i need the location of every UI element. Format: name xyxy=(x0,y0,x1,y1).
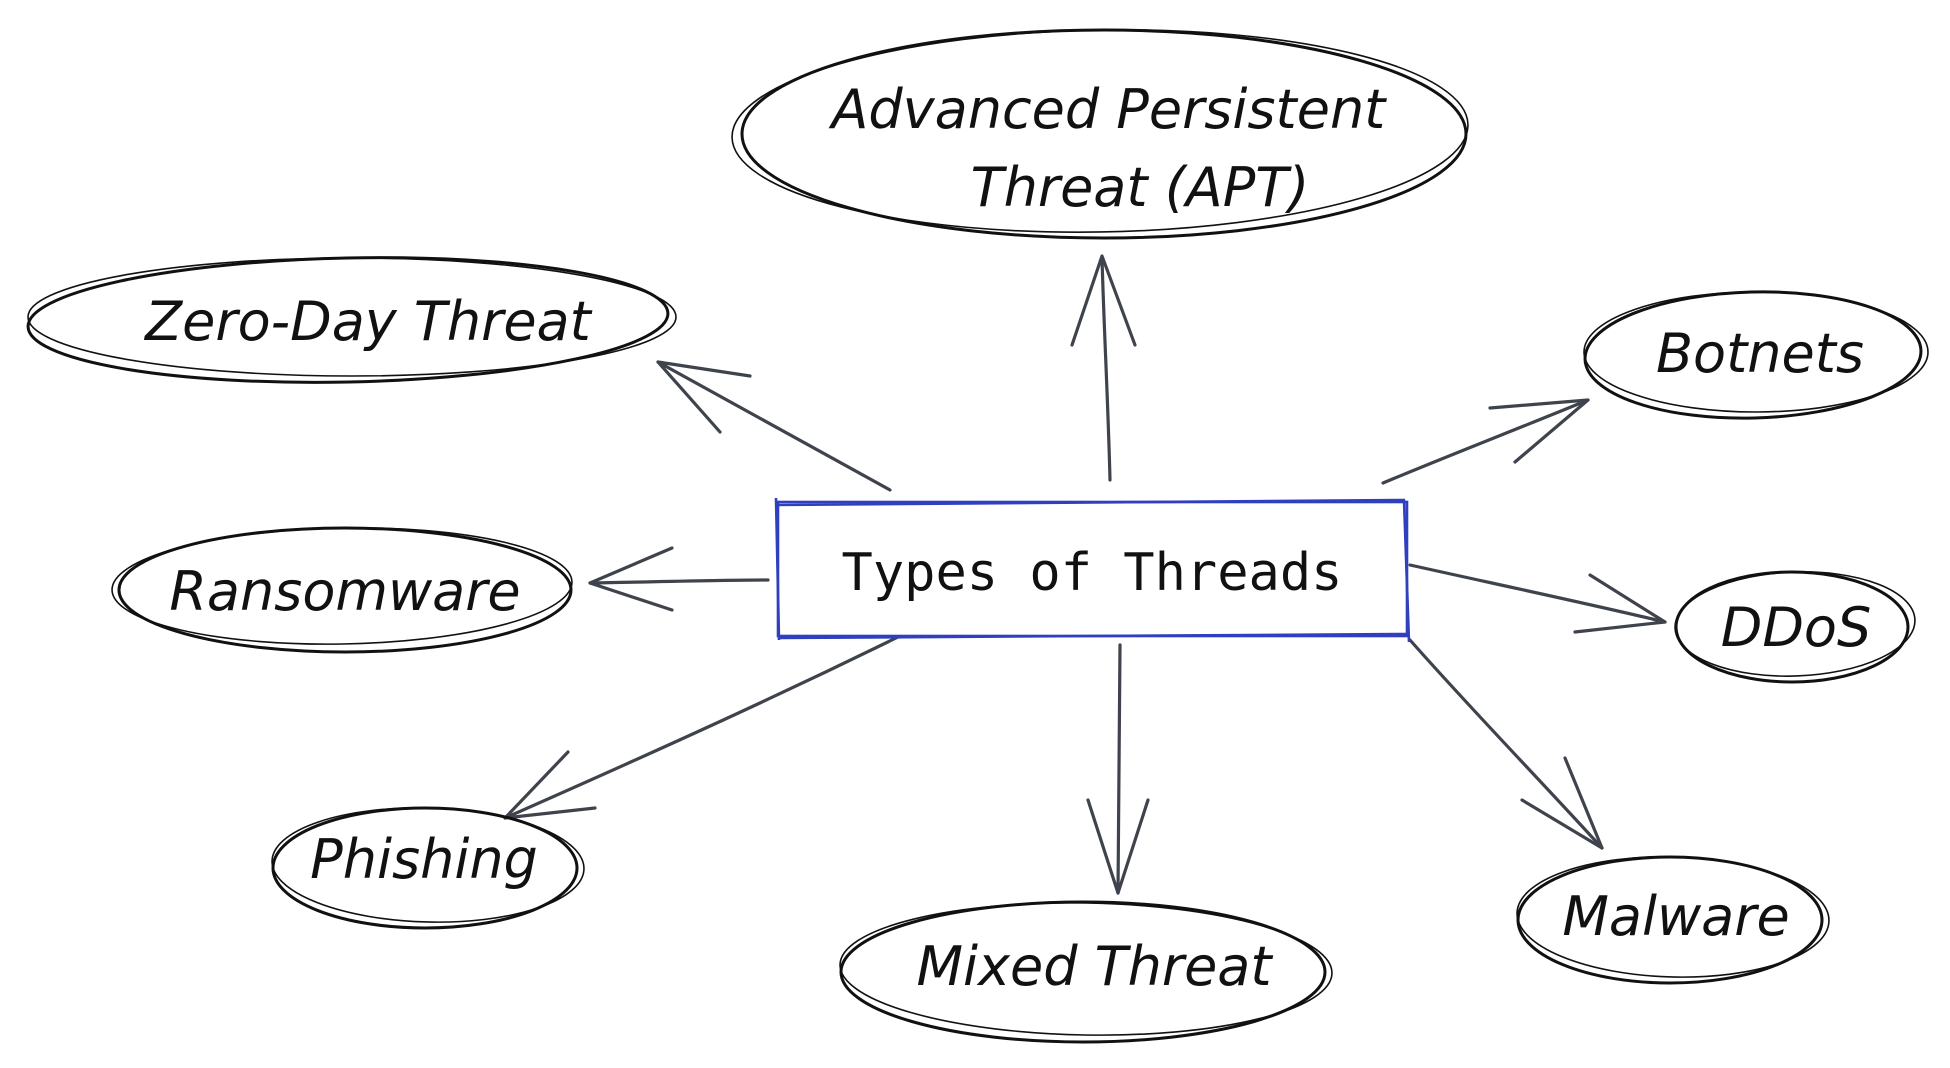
arrow-to-ransomware xyxy=(588,546,770,612)
node-ddos[interactable]: DDoS xyxy=(1673,568,1916,684)
center-node[interactable]: Types of Threads xyxy=(774,497,1411,643)
node-label: Advanced Persistent Threat (APT) xyxy=(828,78,1402,219)
arrows xyxy=(503,254,1667,895)
node-label: Mixed Threat xyxy=(916,935,1273,998)
node-label: Zero-Day Threat xyxy=(143,290,592,353)
arrow-to-botnets xyxy=(1381,398,1590,485)
arrow-to-phishing xyxy=(503,635,900,820)
node-label: Phishing xyxy=(310,828,538,891)
node-apt[interactable]: Advanced Persistent Threat (APT) xyxy=(730,24,1469,240)
arrow-to-apt xyxy=(1070,254,1137,482)
node-phishing[interactable]: Phishing xyxy=(271,804,586,930)
arrow-to-ddos xyxy=(1408,563,1667,634)
node-ransomware[interactable]: Ransomware xyxy=(111,524,573,654)
node-label: DDoS xyxy=(1721,596,1871,659)
node-malware[interactable]: Malware xyxy=(1515,853,1830,985)
node-mixed[interactable]: Mixed Threat xyxy=(839,899,1333,1044)
center-label: Types of Threads xyxy=(842,543,1343,603)
arrow-to-mixed xyxy=(1086,643,1150,895)
node-label: Malware xyxy=(1562,885,1789,948)
node-zero-day[interactable]: Zero-Day Threat xyxy=(26,251,677,388)
node-botnets[interactable]: Botnets xyxy=(1583,288,1929,423)
node-label: Botnets xyxy=(1656,322,1864,385)
arrow-to-malware xyxy=(1408,638,1604,850)
node-label-line: Threat (APT) xyxy=(971,156,1310,219)
arrow-to-zero-day xyxy=(656,360,892,492)
node-label: Ransomware xyxy=(169,560,520,623)
node-label-line: Advanced Persistent xyxy=(828,78,1387,141)
